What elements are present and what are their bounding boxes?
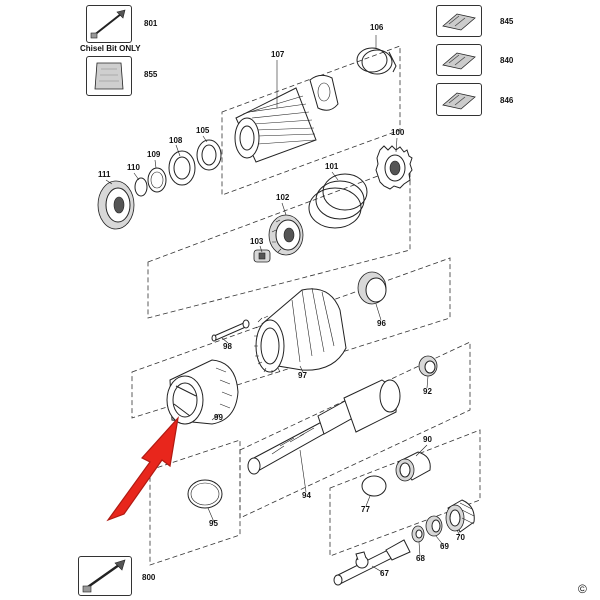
accessory-box-855 [86, 56, 132, 96]
accessory-box-846 [436, 83, 482, 116]
part-92-ring [418, 355, 438, 377]
part-110-ring [134, 177, 148, 197]
callout-70: 70 [456, 533, 465, 542]
callout-96: 96 [377, 319, 386, 328]
chisel-bit-icon [90, 9, 126, 39]
part-99-collar [166, 359, 239, 425]
callout-98: 98 [223, 342, 232, 351]
accessory-box-800 [78, 556, 132, 596]
part-105-ring [196, 139, 222, 171]
callout-107: 107 [271, 50, 285, 59]
part-90-bushing [395, 451, 431, 482]
copyright-mark: © [578, 582, 587, 596]
part-67-striker [333, 539, 411, 586]
part-68-ring [411, 525, 425, 543]
callout-106: 106 [370, 23, 384, 32]
part-107-bellows-cover [234, 74, 339, 163]
part-108-ring [168, 150, 196, 186]
outline-lower-right [329, 429, 481, 557]
chisel-bit-note: Chisel Bit ONLY [80, 44, 141, 53]
outline-lower-left [149, 439, 241, 566]
callout-95: 95 [209, 519, 218, 528]
part-70-sleeve [445, 499, 475, 533]
callout-92: 92 [423, 387, 432, 396]
callout-102: 102 [276, 193, 290, 202]
callout-99: 99 [214, 413, 223, 422]
part-97-clutch-housing [254, 287, 347, 374]
callout-110: 110 [127, 163, 140, 172]
callout-109: 109 [147, 150, 161, 159]
part-101-springs [308, 173, 368, 229]
bit-case-icon [442, 52, 476, 70]
callout-100: 100 [391, 128, 405, 137]
accessory-box-840 [436, 44, 482, 76]
outline-clutch-group [131, 257, 451, 419]
accessory-box-801 [86, 5, 132, 43]
callout-111: 111 [98, 170, 111, 179]
accessory-number-840: 840 [500, 56, 514, 65]
bit-case-icon [442, 92, 476, 110]
grease-bag-icon [94, 62, 124, 90]
part-77-o-ring [361, 475, 387, 497]
callout-68: 68 [416, 554, 425, 563]
part-98-pin [211, 319, 250, 342]
part-100-toothed-ring [375, 145, 413, 190]
part-103-clip [253, 249, 271, 263]
callout-105: 105 [196, 126, 210, 135]
outline-middle-group [147, 163, 411, 319]
callout-94: 94 [302, 491, 311, 500]
accessory-number-800: 800 [142, 573, 156, 582]
accessory-number-801: 801 [144, 19, 158, 28]
part-96-ring [357, 271, 387, 305]
red-pointer-arrow [106, 416, 179, 522]
chisel-icon [82, 559, 126, 593]
outline-spindle-group [239, 341, 471, 519]
callout-103: 103 [250, 237, 264, 246]
callout-97: 97 [298, 371, 307, 380]
accessory-number-855: 855 [144, 70, 158, 79]
callout-67: 67 [380, 569, 389, 578]
part-111-bearing [97, 180, 135, 230]
part-69-ring [425, 515, 443, 537]
part-95-o-ring [187, 479, 223, 509]
accessory-number-846: 846 [500, 96, 514, 105]
callout-108: 108 [169, 136, 183, 145]
part-94-spindle [247, 379, 401, 475]
part-102-gear [268, 214, 304, 256]
callout-77: 77 [361, 505, 370, 514]
callout-90: 90 [423, 435, 432, 444]
part-109-ring [147, 167, 167, 193]
callout-101: 101 [325, 162, 339, 171]
outline-front-group [221, 45, 401, 196]
accessory-box-845 [436, 5, 482, 37]
leader-lines [105, 35, 461, 573]
part-106-spring-clip [356, 47, 397, 75]
callout-69: 69 [440, 542, 449, 551]
accessory-number-845: 845 [500, 17, 514, 26]
bit-case-icon [442, 13, 476, 31]
